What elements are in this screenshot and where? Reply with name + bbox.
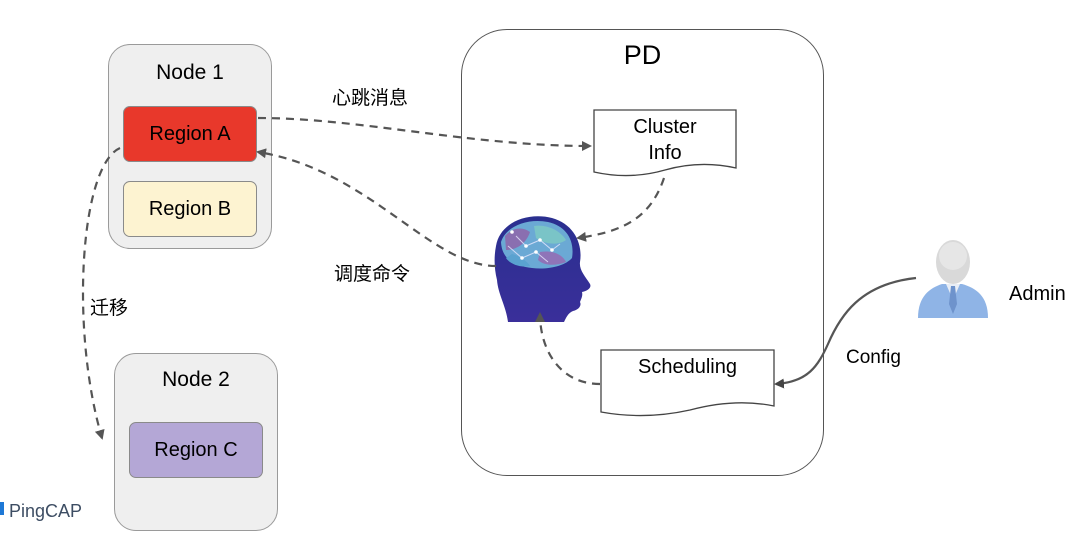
cluster-info-line2: Info [648,142,682,164]
scheduling-strategy-text: Scheduling [601,354,774,380]
pd-title: PD [623,40,662,70]
scheduling-strategy-doc [600,349,775,417]
migrate-arrow [81,146,121,440]
pingcap-logo-text: PingCAP [9,501,83,521]
pingcap-logo-mark [0,502,4,515]
heartbeat-arrow [257,116,592,151]
migrate-label: 迁移 [90,298,129,319]
config-label: Config [846,347,901,368]
cluster-info-text: Cluster Info [594,114,736,166]
admin-label: Admin [1009,283,1066,305]
node-1-title: Node 1 [156,61,224,84]
node-2-box: Node 2 Region C [114,353,278,531]
strategy-to-brain-arrow [535,312,601,386]
scheduling-strategy-line1: Scheduling [638,356,737,378]
node-2-title: Node 2 [162,368,230,391]
user-avatar-icon [918,240,988,318]
schedule-command-label: 调度命令 [334,264,411,285]
region-a: Region A [123,106,257,162]
config-arrow [774,276,917,389]
brain-head-icon [494,216,591,322]
cluster-to-brain-arrow [576,177,666,242]
region-b: Region B [123,181,257,237]
schedule-command-arrow [256,148,497,268]
cluster-info-line1: Cluster [633,116,697,138]
heartbeat-label: 心跳消息 [332,88,409,109]
region-c: Region C [129,422,263,478]
node-1-box: Node 1 Region A Region B [108,44,272,249]
cluster-info-doc [593,109,737,177]
